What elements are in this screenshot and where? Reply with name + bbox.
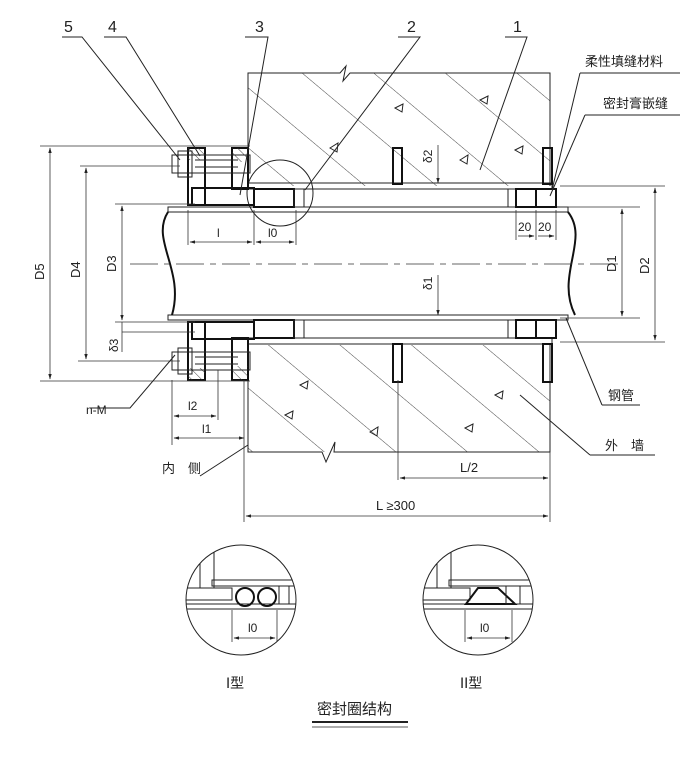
detail2-label: II型	[460, 676, 482, 692]
flange-assembly	[171, 147, 255, 381]
dim-l: l	[217, 226, 220, 240]
detail1-dim-l0: l0	[248, 621, 258, 635]
dimension-lines-bottom	[171, 210, 551, 522]
wall-lower	[247, 345, 551, 464]
callout-outer-wall: 外 墙	[605, 439, 644, 454]
dim-D4: D4	[68, 261, 83, 278]
dimension-lines-left	[40, 145, 250, 382]
dim-half-length: L/2	[460, 460, 478, 475]
callout-steel-pipe: 钢管	[608, 389, 634, 404]
dim-D3: D3	[104, 255, 119, 272]
dim-delta1: δ1	[421, 276, 435, 290]
dim-D1: D1	[604, 255, 619, 272]
steel-pipe	[130, 206, 620, 321]
dim-delta2: δ2	[421, 149, 435, 163]
dim-delta3: δ3	[107, 338, 121, 352]
callout-bolt: n-M	[86, 403, 107, 417]
dim-l2: l2	[188, 399, 198, 413]
dim-seal-width-a: 20	[518, 220, 532, 234]
detail1-label: I型	[226, 676, 244, 692]
leader-lines	[62, 36, 680, 477]
part-label-3: 3	[255, 19, 264, 36]
part-label-2: 2	[407, 19, 416, 36]
dim-total-length: L ≥300	[376, 498, 415, 513]
part-label-1: 1	[513, 19, 522, 36]
dim-l1: l1	[202, 422, 212, 436]
dim-D2: D2	[637, 257, 652, 274]
detail-caption: 密封圈结构	[317, 700, 392, 718]
dim-D5: D5	[32, 263, 47, 280]
detail2-dim-l0: l0	[480, 621, 490, 635]
wing-rings	[392, 147, 553, 383]
seal-rings	[246, 159, 557, 339]
part-label-5: 5	[64, 19, 73, 36]
concrete-aggregate-marks	[283, 95, 524, 437]
callout-sealing-paste: 密封膏嵌缝	[603, 96, 668, 112]
dim-l0: l0	[268, 226, 278, 240]
detail-type-1	[185, 544, 297, 656]
detail-type-2	[422, 544, 534, 656]
callout-flexible-filler: 柔性填缝材料	[585, 55, 663, 70]
part-label-4: 4	[108, 19, 117, 36]
dimension-lines-right	[436, 145, 665, 343]
wall-upper	[247, 64, 551, 186]
dim-seal-width-b: 20	[538, 220, 552, 234]
callout-inner-side: 内 侧	[162, 461, 201, 477]
